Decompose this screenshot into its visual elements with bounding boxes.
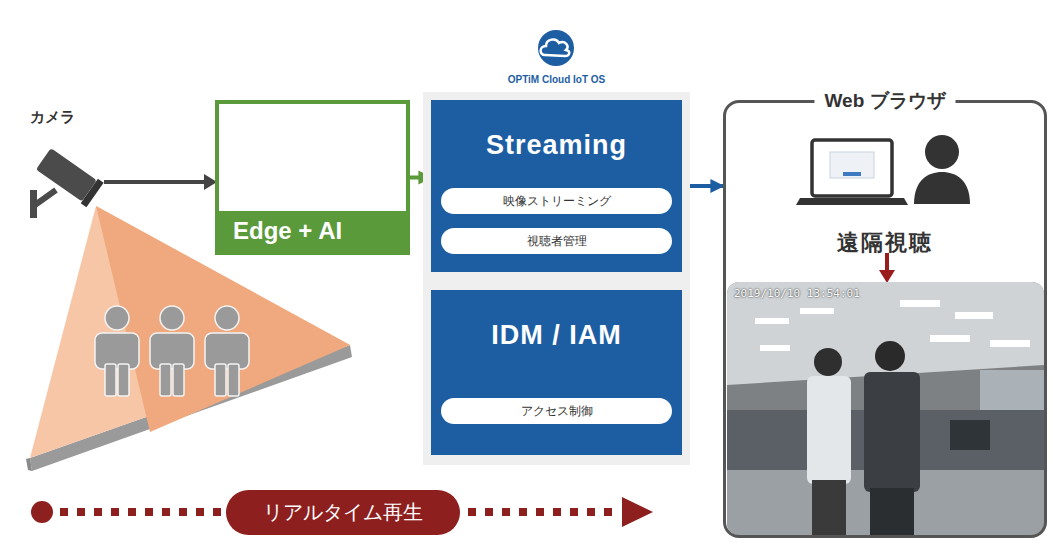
feature-pill: アクセス制御 bbox=[441, 398, 672, 424]
box-title: OPTiM Cloud IoT OS bbox=[423, 74, 690, 85]
person-figure bbox=[105, 364, 116, 396]
camera-feed-arrow bbox=[104, 180, 206, 184]
browser-frame: Web ブラウザ遠隔視聴 bbox=[723, 100, 1047, 538]
box-title: Streaming bbox=[431, 130, 682, 161]
person-figure bbox=[95, 333, 139, 369]
person-figure bbox=[118, 364, 129, 396]
laptop-icon bbox=[830, 152, 874, 178]
person-figure bbox=[95, 306, 249, 396]
box-title: Web ブラウザ bbox=[814, 89, 955, 113]
down-arrow bbox=[885, 253, 889, 272]
person-figure bbox=[205, 333, 249, 369]
camera-screenshot bbox=[814, 348, 842, 376]
timestamp: 2019/10/10 13:54:01 bbox=[734, 287, 860, 300]
camera-screenshot bbox=[875, 341, 905, 371]
laptop-icon bbox=[796, 140, 908, 205]
box-title: アクセス制御 bbox=[441, 398, 672, 424]
laptop-icon bbox=[812, 140, 892, 196]
camera-screenshot bbox=[760, 345, 790, 351]
box-title: リアルタイム再生 bbox=[226, 490, 460, 535]
user-icon bbox=[925, 135, 959, 169]
edge-ai-box: Edge + AI bbox=[215, 100, 410, 255]
service-box: 映像ストリーミング視聴者管理 Streaming bbox=[431, 100, 682, 272]
user-icon bbox=[914, 135, 970, 204]
camera-screenshot bbox=[950, 420, 990, 450]
camera-screenshot bbox=[900, 300, 940, 307]
person-figure bbox=[105, 306, 129, 330]
camera-screenshot bbox=[930, 335, 970, 342]
floor-slab bbox=[26, 458, 32, 471]
person-figure bbox=[160, 306, 184, 330]
camera-screenshot bbox=[864, 372, 920, 492]
laptop-icon bbox=[796, 198, 908, 205]
camera-icon bbox=[30, 147, 104, 218]
person-figure bbox=[173, 364, 184, 396]
box-title: 映像ストリーミング bbox=[441, 188, 672, 214]
feature-pill: 映像ストリーミング bbox=[441, 188, 672, 214]
camera-screenshot bbox=[755, 318, 789, 324]
camera-screenshot bbox=[727, 282, 1044, 535]
camera-screenshot bbox=[807, 376, 851, 484]
camera-screenshot bbox=[812, 480, 846, 535]
camera-icon bbox=[35, 147, 104, 208]
down-arrow bbox=[879, 253, 895, 283]
camera-icon bbox=[81, 179, 104, 208]
realtime-timeline bbox=[622, 497, 653, 527]
camera-screenshot bbox=[870, 488, 914, 535]
person-figure bbox=[215, 364, 226, 396]
camera-screenshot bbox=[727, 282, 1044, 535]
person-figure bbox=[228, 364, 239, 396]
cloud-logo bbox=[541, 39, 570, 56]
cloud-logo bbox=[538, 30, 574, 66]
camera-icon bbox=[35, 190, 56, 205]
realtime-timeline bbox=[31, 501, 53, 523]
camera-screenshot bbox=[990, 340, 1030, 347]
service-box: アクセス制御 IDM / IAM bbox=[431, 290, 682, 455]
box-caption: 遠隔視聴 bbox=[726, 228, 1044, 258]
cloud-logo bbox=[538, 30, 574, 66]
box-title: 視聴者管理 bbox=[441, 228, 672, 254]
box-title: IDM / IAM bbox=[431, 320, 682, 351]
person-figure bbox=[160, 364, 171, 396]
down-arrow bbox=[879, 270, 895, 283]
laptop-icon bbox=[843, 172, 861, 176]
device-label: カメラ bbox=[30, 108, 75, 127]
person-figure bbox=[150, 333, 194, 369]
camera-screenshot bbox=[800, 308, 834, 314]
camera-screenshot bbox=[727, 282, 1044, 385]
box-title: Edge + AI bbox=[219, 211, 406, 251]
camera-screenshot bbox=[955, 312, 993, 319]
user-icon bbox=[914, 172, 970, 204]
person-figure bbox=[215, 306, 239, 330]
timeline-pill: リアルタイム再生 bbox=[226, 490, 460, 535]
platform-panel: 映像ストリーミング視聴者管理Streamingアクセス制御IDM / IAMOP… bbox=[423, 92, 690, 465]
feature-pill: 視聴者管理 bbox=[441, 228, 672, 254]
camera-feed-arrow bbox=[104, 174, 217, 190]
